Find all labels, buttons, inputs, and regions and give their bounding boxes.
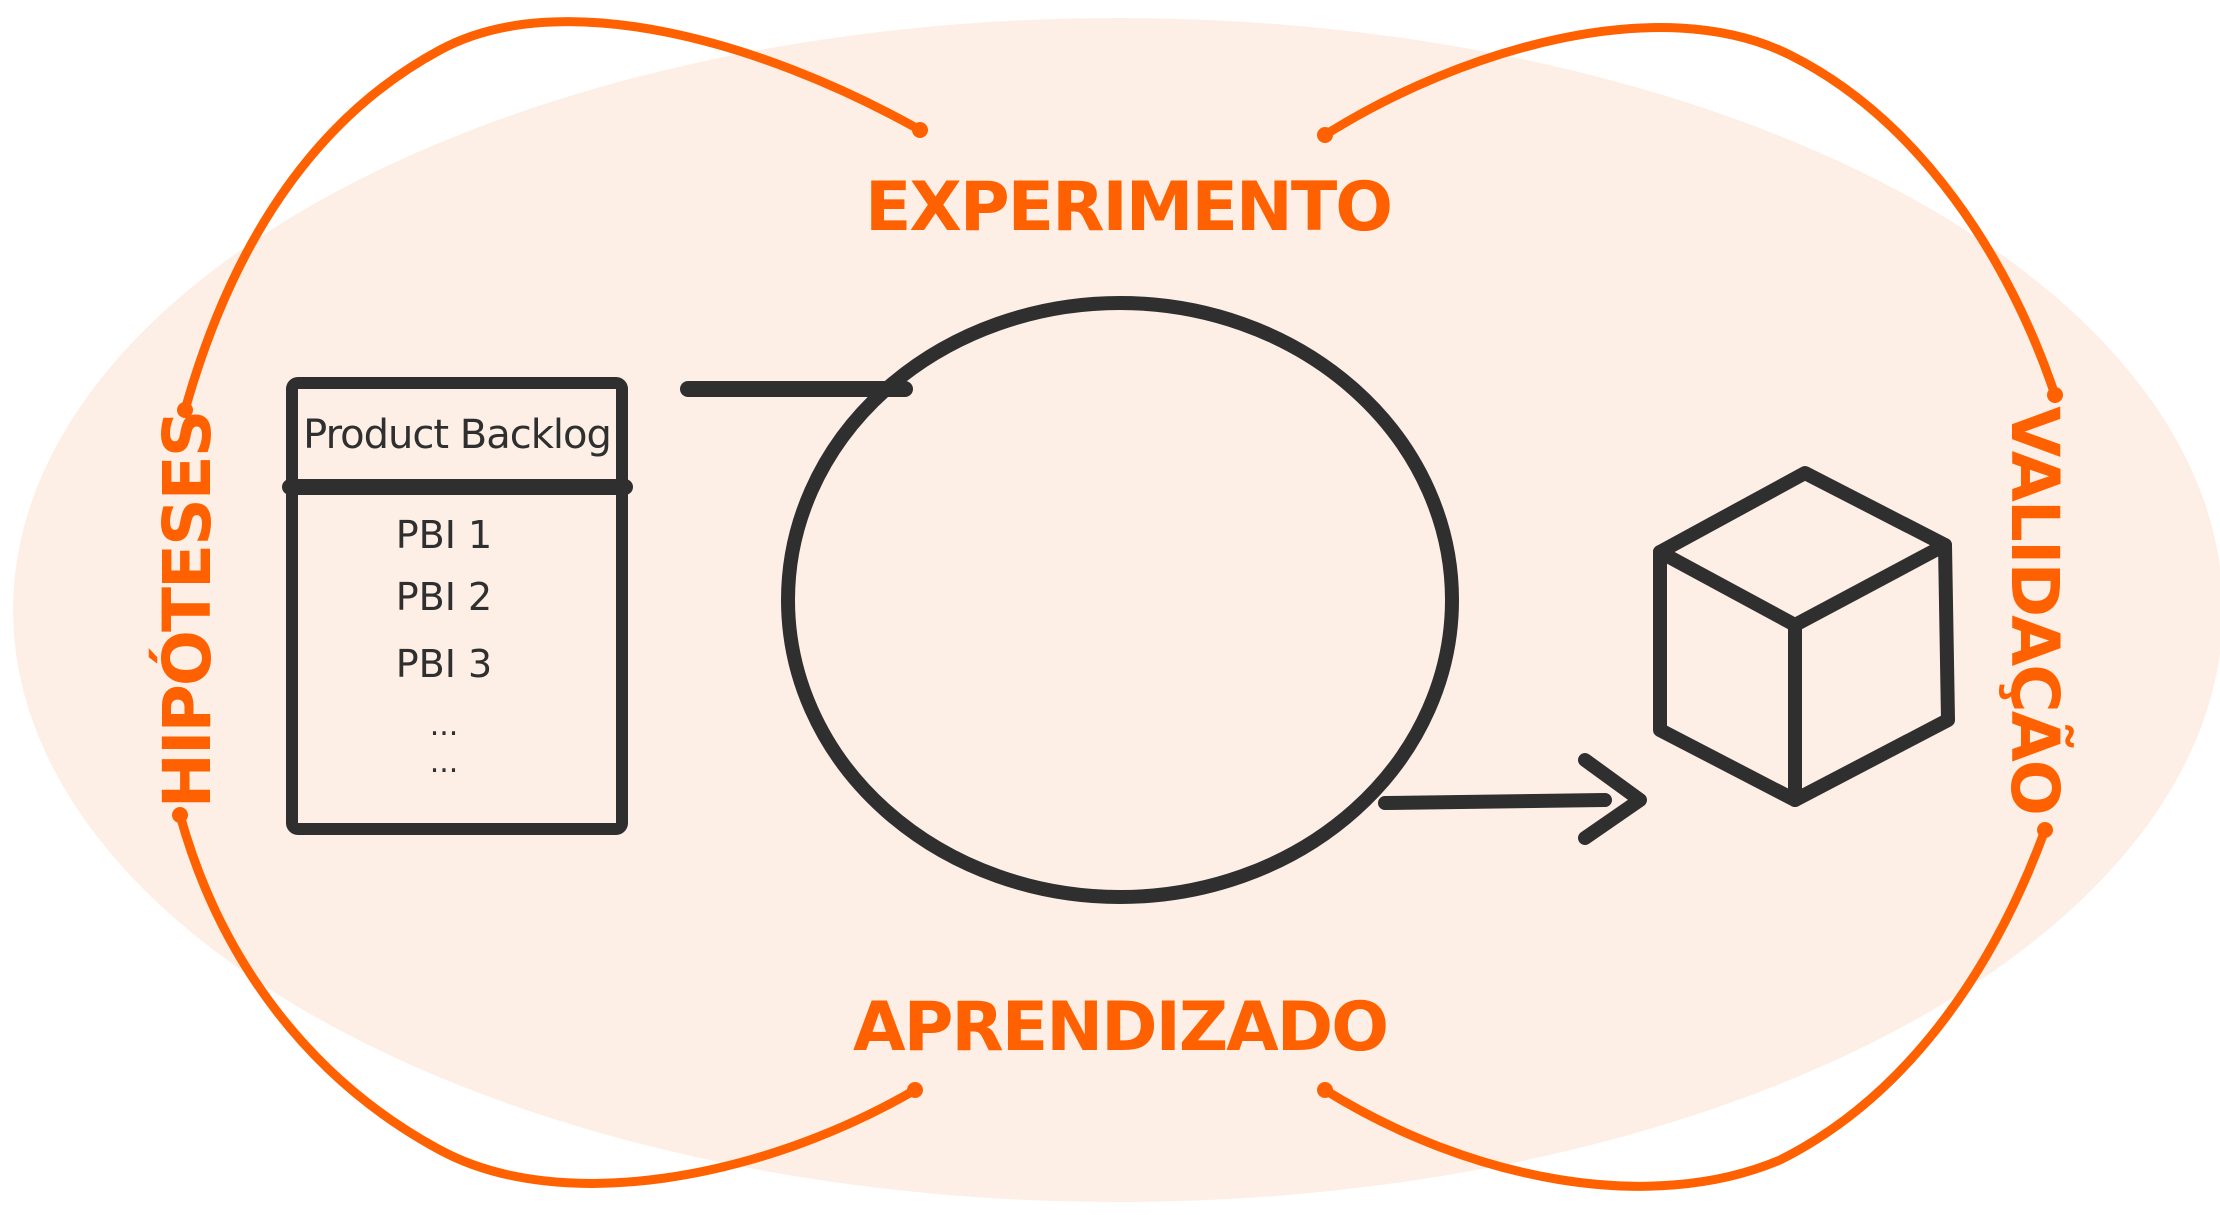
cube-icon: [1653, 466, 1955, 807]
label-experimento: EXPERIMENTO: [865, 168, 1391, 247]
cycle-arcs: [172, 17, 2063, 1191]
backlog-ellipsis: ...: [430, 745, 459, 780]
background-blob: [13, 18, 2220, 1202]
arc-bottom-left: [175, 810, 920, 1188]
arrow-right-icon: [1378, 753, 1647, 845]
label-aprendizado: APRENDIZADO: [853, 988, 1387, 1067]
backlog-title: Product Backlog: [303, 412, 611, 458]
cycle-circle-icon: [781, 296, 1459, 904]
backlog-item: PBI 2: [396, 575, 492, 619]
arc-top-left: [180, 17, 925, 415]
backlog-frame: [286, 377, 628, 835]
arc-bottom-right: [1320, 825, 2050, 1191]
backlog-ellipsis: ...: [430, 708, 459, 743]
product-backlog: Product Backlog PBI 1 PBI 2 PBI 3 ... ..…: [282, 377, 633, 835]
arc-top-right: [1320, 23, 2060, 400]
backlog-item: PBI 1: [396, 513, 492, 557]
backlog-item: PBI 3: [396, 642, 492, 686]
label-hipoteses: HIPÓTESES: [149, 412, 226, 809]
label-validacao: VALIDAÇÃO: [1996, 406, 2074, 814]
